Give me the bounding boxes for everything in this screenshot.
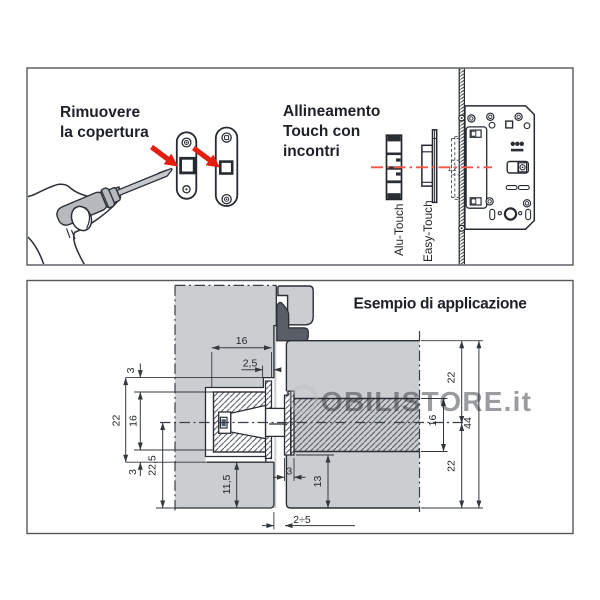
- svg-text:Rimuovere: Rimuovere: [60, 104, 140, 121]
- svg-text:incontri: incontri: [283, 143, 340, 160]
- svg-text:13: 13: [312, 476, 324, 488]
- svg-text:1,2: 1,2: [448, 166, 457, 173]
- svg-text:2,5: 2,5: [243, 358, 258, 370]
- svg-text:Touch con: Touch con: [283, 123, 360, 140]
- svg-text:22,5: 22,5: [147, 455, 159, 476]
- svg-text:3: 3: [127, 469, 139, 475]
- svg-text:2÷5: 2÷5: [293, 514, 311, 526]
- svg-text:Esempio di applicazione: Esempio di applicazione: [354, 296, 528, 313]
- svg-text:la copertura: la copertura: [60, 124, 149, 141]
- svg-text:22: 22: [111, 415, 123, 427]
- svg-text:22: 22: [446, 372, 458, 384]
- svg-text:22: 22: [446, 460, 458, 472]
- svg-text:3: 3: [125, 367, 137, 373]
- svg-text:44: 44: [462, 417, 474, 429]
- svg-text:16: 16: [427, 415, 439, 427]
- svg-text:OBILISTORE.it: OBILISTORE.it: [321, 386, 532, 417]
- svg-text:3: 3: [286, 466, 292, 478]
- svg-text:16: 16: [236, 335, 248, 347]
- svg-text:11,5: 11,5: [221, 475, 233, 495]
- svg-text:Alu-Touch: Alu-Touch: [392, 204, 406, 256]
- svg-text:Allineamento: Allineamento: [283, 103, 380, 120]
- svg-text:16: 16: [128, 415, 140, 427]
- svg-text:Easy-Touch: Easy-Touch: [421, 200, 435, 262]
